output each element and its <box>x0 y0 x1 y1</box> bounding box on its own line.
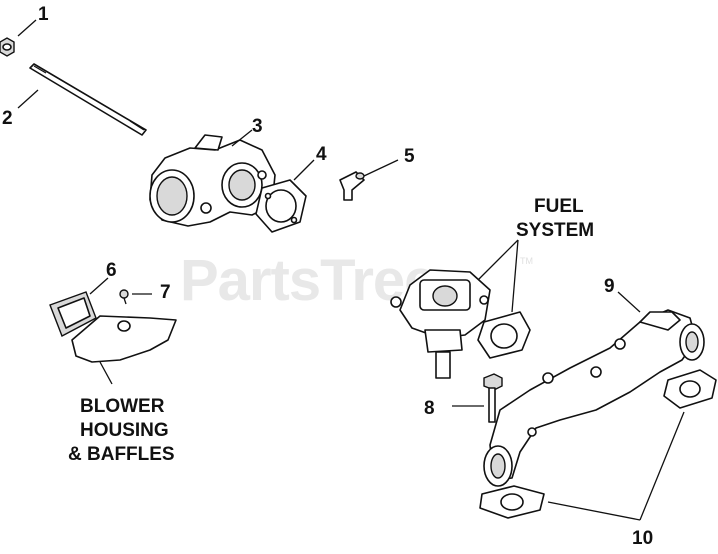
part-10-gasket-lower[interactable] <box>479 485 545 519</box>
blower-line-1: BLOWER <box>80 396 165 417</box>
fuel-system-label[interactable]: FUEL SYSTEM <box>516 196 594 241</box>
fuel-system-line-1: FUEL <box>534 196 584 217</box>
callout-7[interactable]: 7 <box>160 282 171 303</box>
leader-6 <box>89 277 109 295</box>
part-3-intake-elbow[interactable] <box>149 134 276 227</box>
fuel-system-line-2: SYSTEM <box>516 220 594 241</box>
callout-2[interactable]: 2 <box>2 108 13 129</box>
part-7-screw[interactable] <box>119 289 129 305</box>
leader-fuel-gasket <box>511 239 519 313</box>
part-10-gasket-upper[interactable] <box>663 369 717 409</box>
callout-6[interactable]: 6 <box>106 260 117 281</box>
leader-9 <box>617 291 641 313</box>
part-5-elbow-fitting[interactable] <box>339 171 365 201</box>
callout-8[interactable]: 8 <box>424 398 435 419</box>
leader-2 <box>17 89 39 109</box>
callout-3[interactable]: 3 <box>252 116 263 137</box>
part-2-stud[interactable] <box>29 63 147 136</box>
leader-4 <box>293 159 315 181</box>
part-8-bolt[interactable] <box>483 373 503 423</box>
callout-4[interactable]: 4 <box>316 144 327 165</box>
blower-line-2: HOUSING <box>80 420 169 441</box>
blower-line-3: & BAFFLES <box>68 444 175 465</box>
leader-3 <box>231 129 253 147</box>
callout-10[interactable]: 10 <box>632 528 653 549</box>
leader-fuel-carb <box>477 239 519 281</box>
leader-10-upper <box>639 411 685 521</box>
leader-5 <box>363 159 399 177</box>
callout-9[interactable]: 9 <box>604 276 615 297</box>
watermark-trademark: TM <box>520 256 533 266</box>
callout-5[interactable]: 5 <box>404 146 415 167</box>
carburetor-gasket[interactable] <box>477 311 531 359</box>
part-1-nut[interactable] <box>0 37 15 57</box>
leader-10-lower <box>547 501 641 521</box>
part-4-gasket[interactable] <box>255 179 307 233</box>
baffle[interactable] <box>71 315 177 363</box>
carburetor[interactable] <box>390 269 491 379</box>
leader-1 <box>17 19 37 37</box>
callout-1[interactable]: 1 <box>38 4 49 25</box>
blower-housing-label[interactable]: BLOWER HOUSING & BAFFLES <box>68 396 175 465</box>
part-6-seal[interactable] <box>49 291 97 337</box>
leader-blower <box>99 361 113 385</box>
part-9-intake-manifold[interactable] <box>483 309 705 487</box>
